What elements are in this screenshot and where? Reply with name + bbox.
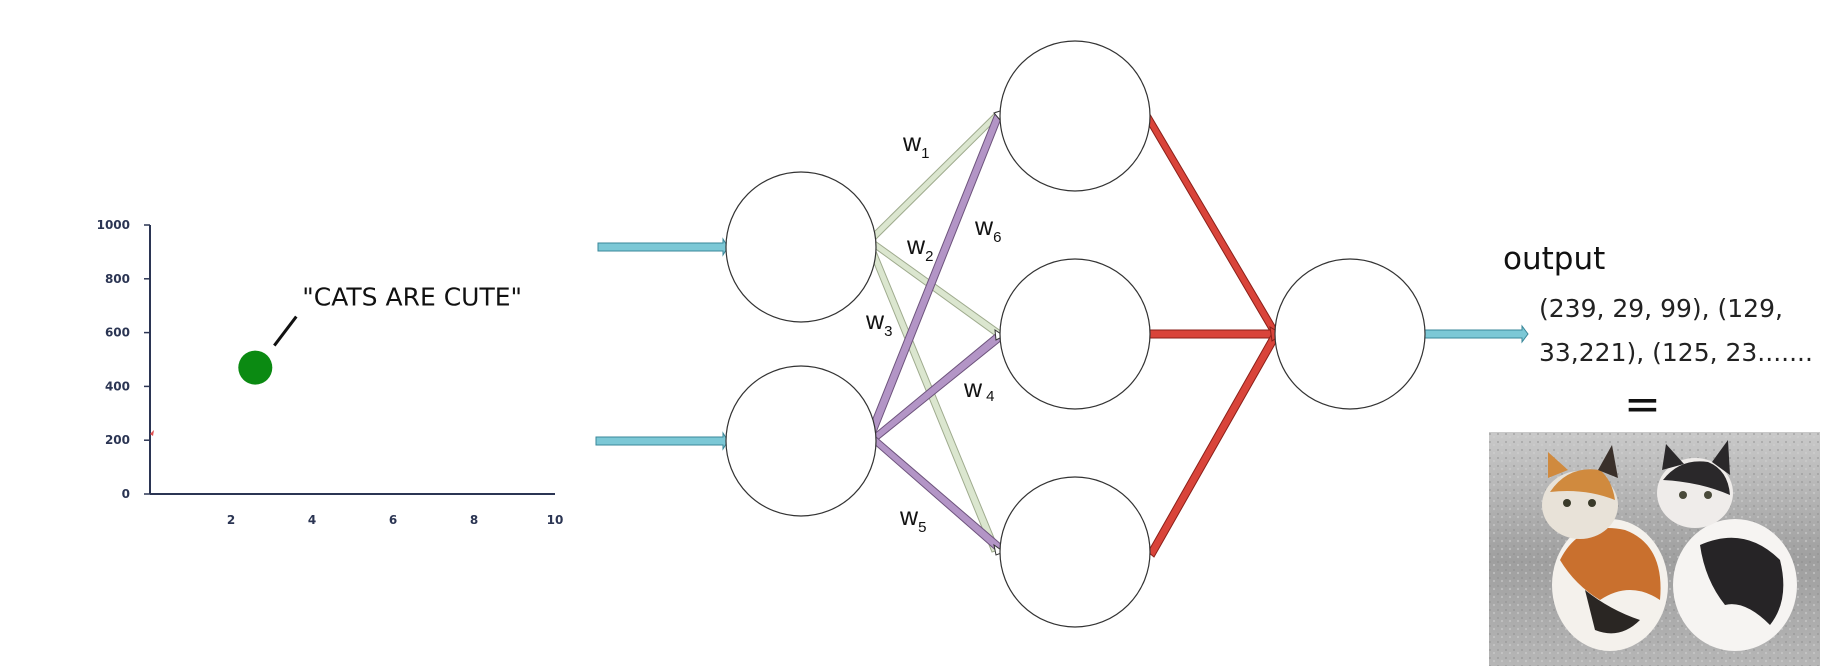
hidden-neuron-3	[999, 476, 1151, 628]
output-values-line-2: 33,221), (125, 23.......	[1539, 338, 1813, 367]
scatter-chart: 1000 800 600 400 200 0 2 4 6 8 10 "CATS ARE CUTE"	[97, 218, 564, 527]
y-tick-label: 800	[105, 272, 130, 286]
kittens-photo-icon	[1489, 432, 1820, 666]
weight-label-w3: w3	[865, 307, 892, 340]
input-arrows	[595, 237, 1529, 451]
x-tick-label: 2	[227, 513, 235, 527]
input-neuron-1	[725, 171, 877, 323]
edge-w5	[871, 436, 1004, 554]
annotation-label: "CATS ARE CUTE"	[302, 283, 522, 312]
edge-h1-out	[1143, 110, 1279, 339]
output-values-line-1: (239, 29, 99), (129,	[1539, 294, 1783, 323]
input-arrow-2	[595, 431, 729, 451]
output-title: output	[1503, 241, 1605, 277]
chart-ticks: 1000 800 600 400 200 0 2 4 6 8 10	[97, 218, 564, 527]
weight-label-w5: w5	[899, 503, 926, 536]
calico-kitten	[1542, 445, 1668, 651]
y-tick-label: 600	[105, 326, 130, 340]
edges-red	[1143, 110, 1283, 558]
weight-label-w1: w1	[902, 129, 929, 162]
x-tick-label: 8	[470, 513, 478, 527]
x-tick-label: 10	[547, 513, 564, 527]
edges-purple	[865, 113, 1004, 554]
neurons	[725, 40, 1426, 628]
hidden-neuron-2	[999, 258, 1151, 410]
bw-kitten	[1657, 440, 1797, 651]
input-neuron-2	[725, 365, 877, 517]
output-section: output (239, 29, 99), (129, 33,221), (12…	[1503, 241, 1813, 430]
red-mark	[150, 430, 154, 436]
y-tick-label: 1000	[97, 218, 130, 232]
weight-label-w2: w2	[906, 232, 933, 265]
hidden-neuron-1	[999, 40, 1151, 192]
edge-h2-out	[1147, 329, 1279, 339]
data-point	[238, 350, 273, 385]
input-arrow-1	[597, 237, 729, 257]
x-tick-label: 4	[308, 513, 316, 527]
output-arrow	[1421, 324, 1529, 344]
y-tick-label: 200	[105, 433, 130, 447]
equals-sign: =	[1624, 379, 1661, 430]
x-tick-label: 6	[389, 513, 397, 527]
y-tick-label: 400	[105, 379, 130, 393]
y-tick-label: 0	[122, 487, 130, 501]
edge-h3-out	[1147, 329, 1280, 558]
weight-label-w6: w6	[974, 213, 1001, 246]
output-neuron	[1274, 258, 1426, 410]
annotation-pointer	[273, 315, 298, 347]
